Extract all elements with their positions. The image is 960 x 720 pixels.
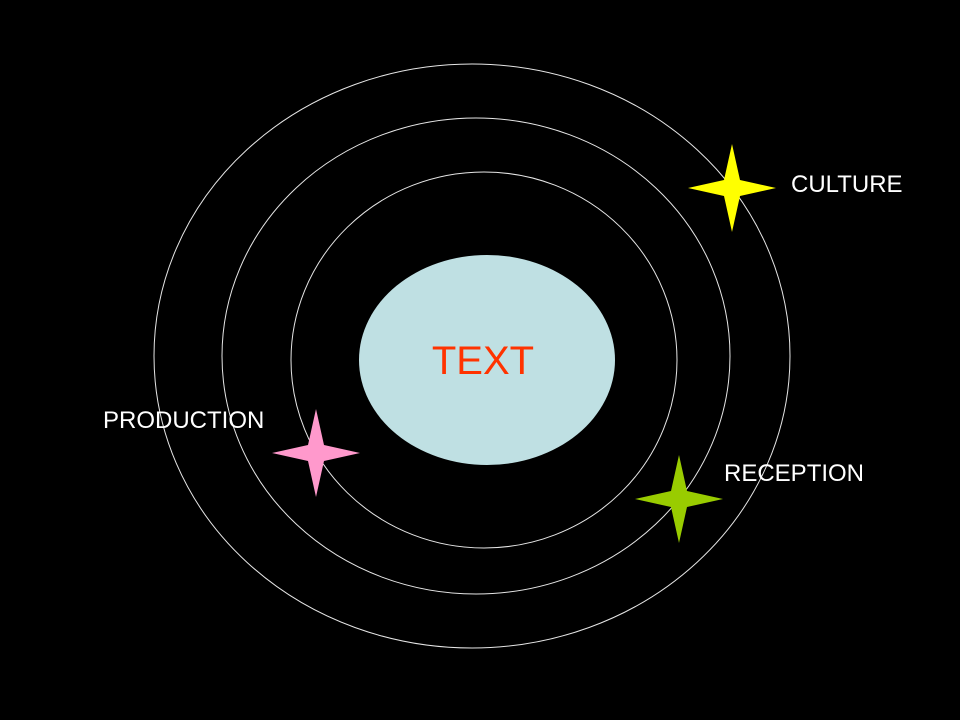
production-label: PRODUCTION [103,407,264,434]
production-star-icon [272,409,360,497]
orbit-inner [290,171,678,549]
culture-star-icon [688,144,776,232]
reception-label: RECEPTION [724,460,864,487]
reception-star-icon [635,455,723,543]
center-node [359,255,615,465]
orbit-outer [153,63,791,649]
culture-label: CULTURE [791,171,903,198]
orbit-middle [221,117,731,595]
center-label: TEXT [432,339,534,383]
